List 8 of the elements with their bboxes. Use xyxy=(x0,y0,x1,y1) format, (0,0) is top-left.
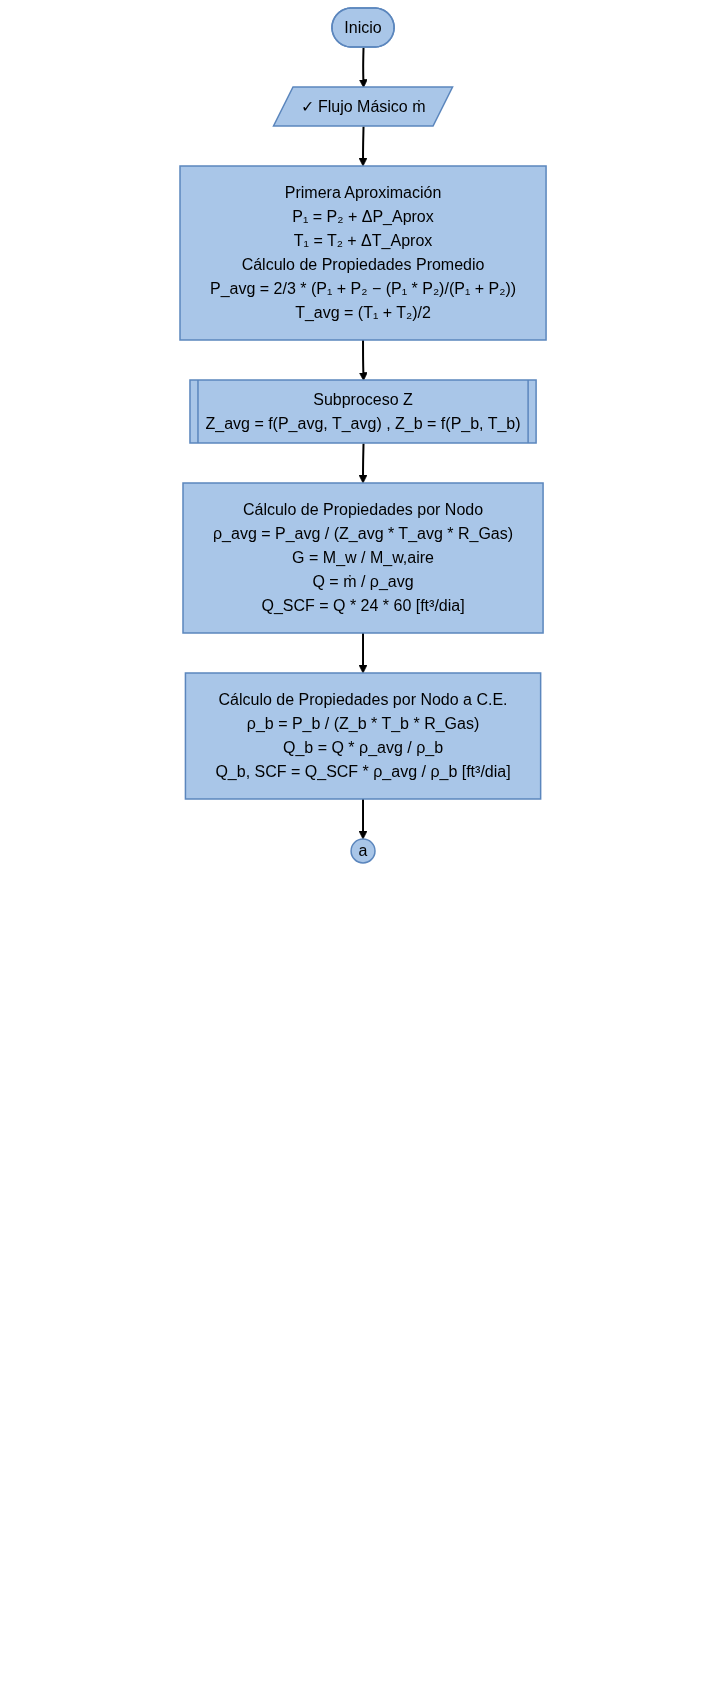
node-box: Cálculo de Propiedades por Nodo a C.E. ρ_b = P_b / (Z_b * T_b * R_Gas) Q_b = Q * ρ_avg / ρ_b Q_b, SCF = Q_SCF * ρ_avg / ρ_b [ft³/dia] xyxy=(185,672,542,800)
node-box: Primera Aproximación P₁ = P₂ + ΔP_Aprox T₁ = T₂ + ΔT_Aprox Cálculo de Propiedades Promedio P_avg = 2/3 * (P₁ + P₂ − (P₁ * P₂)/(P₁ + P₂)) T_avg = (T₁ + T₂)/2 xyxy=(179,165,548,341)
node-circle: a xyxy=(350,838,377,864)
node-box: Cálculo de Propiedades por Nodo ρ_avg = P_avg / (Z_avg * T_avg * R_Gas) G = M_w / M_w,aire Q = ṁ / ρ_avg Q_SCF = Q * 24 * 60 [ft³/dia] xyxy=(182,482,545,634)
arrow xyxy=(359,339,369,381)
arrow xyxy=(359,46,369,88)
arrow xyxy=(359,632,368,674)
arrow xyxy=(359,798,368,840)
